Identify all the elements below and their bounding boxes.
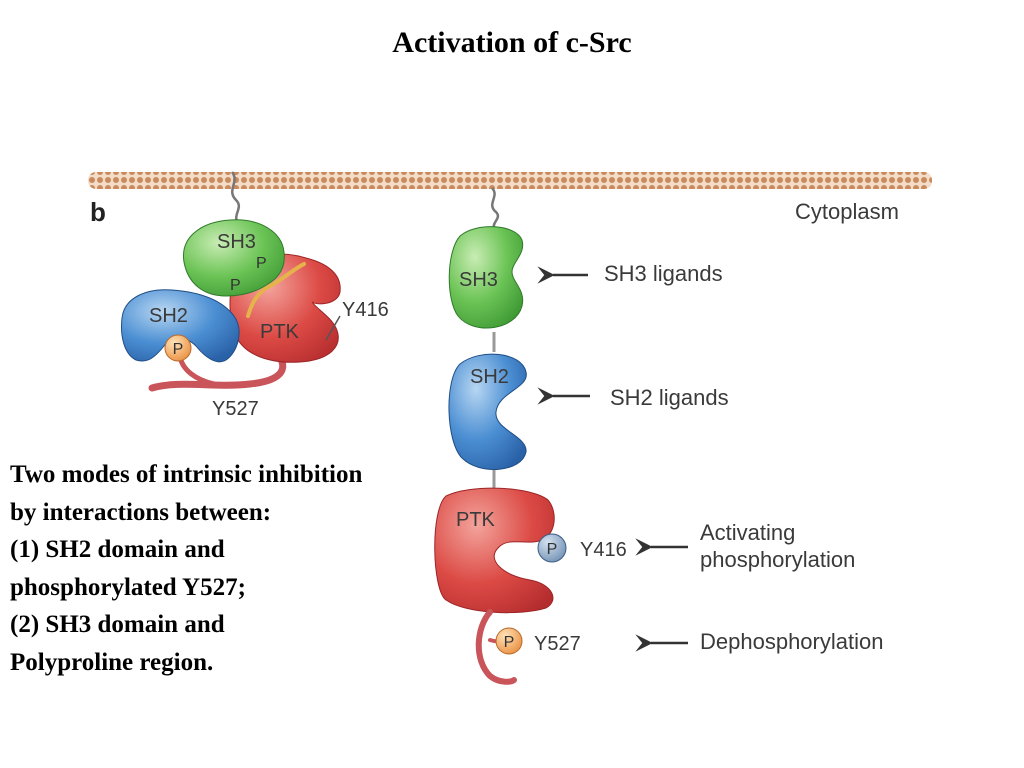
active-ptk-label: PTK (456, 509, 496, 531)
inactive-polyproline-linker (246, 262, 306, 318)
activating-label-line2: phosphorylation (700, 547, 855, 572)
description-line: phosphorylated Y527; (10, 573, 246, 601)
inactive-c-src: P SH3 P P SH2 PTK Y416 Y527 (121, 171, 389, 420)
inactive-sh3-p1-label: P (256, 255, 267, 272)
active-membrane-tether (490, 187, 500, 229)
sh3-ligands-label: SH3 ligands (604, 261, 723, 286)
sh2-ligands-label: SH2 ligands (610, 385, 729, 410)
active-y527-phosphate (495, 627, 523, 655)
cell-membrane (88, 172, 932, 189)
description-line: Polyproline region. (10, 648, 214, 676)
inactive-sh3-label: SH3 (217, 231, 256, 253)
inactive-sh3-domain (183, 219, 285, 297)
description-line: (2) SH3 domain and (10, 611, 225, 638)
inactive-y527-phosphate (164, 334, 192, 362)
inactive-sh2-label: SH2 (149, 305, 188, 327)
inactive-sh2-domain (121, 289, 240, 363)
active-y416-label: Y416 (580, 539, 627, 561)
active-sh2-label: SH2 (470, 366, 509, 388)
active-c-terminal-tail (475, 609, 517, 685)
inactive-y416-label: Y416 (342, 299, 389, 321)
inactive-membrane-tether (230, 171, 241, 225)
active-y527-label: Y527 (534, 633, 581, 655)
active-sh3-label: SH3 (459, 269, 498, 291)
active-sh2-domain (448, 353, 527, 470)
active-y416-phosphate (537, 533, 567, 563)
inactive-y527-label: Y527 (212, 398, 259, 420)
inactive-y527-phosphate-label: P (173, 341, 184, 358)
description-line: Two modes of intrinsic inhibition (10, 461, 363, 488)
activating-label-line1: Activating (700, 520, 795, 545)
panel-letter: b (90, 197, 106, 227)
description-line: by interactions between: (10, 498, 272, 526)
inactive-ptk-label: PTK (260, 321, 300, 343)
page-title: Activation of c-Src (392, 26, 632, 59)
active-y527-phosphate-label: P (504, 634, 515, 651)
inhibition-description: Two modes of intrinsic inhibition by int… (10, 456, 460, 681)
dephosphorylation-label: Dephosphorylation (700, 629, 883, 654)
cytoplasm-label: Cytoplasm (795, 199, 899, 224)
active-c-src: SH3 SH2 PTK P Y416 P Y527 (434, 187, 627, 685)
active-sh3-domain (448, 226, 524, 329)
regulatory-arrows: SH3 ligands SH2 ligands Activating phosp… (537, 261, 883, 654)
active-ptk-domain (434, 487, 555, 614)
description-line: (1) SH2 domain and (10, 536, 225, 563)
active-y416-phosphate-label: P (547, 541, 558, 558)
inactive-sh3-p2-label: P (230, 277, 241, 294)
